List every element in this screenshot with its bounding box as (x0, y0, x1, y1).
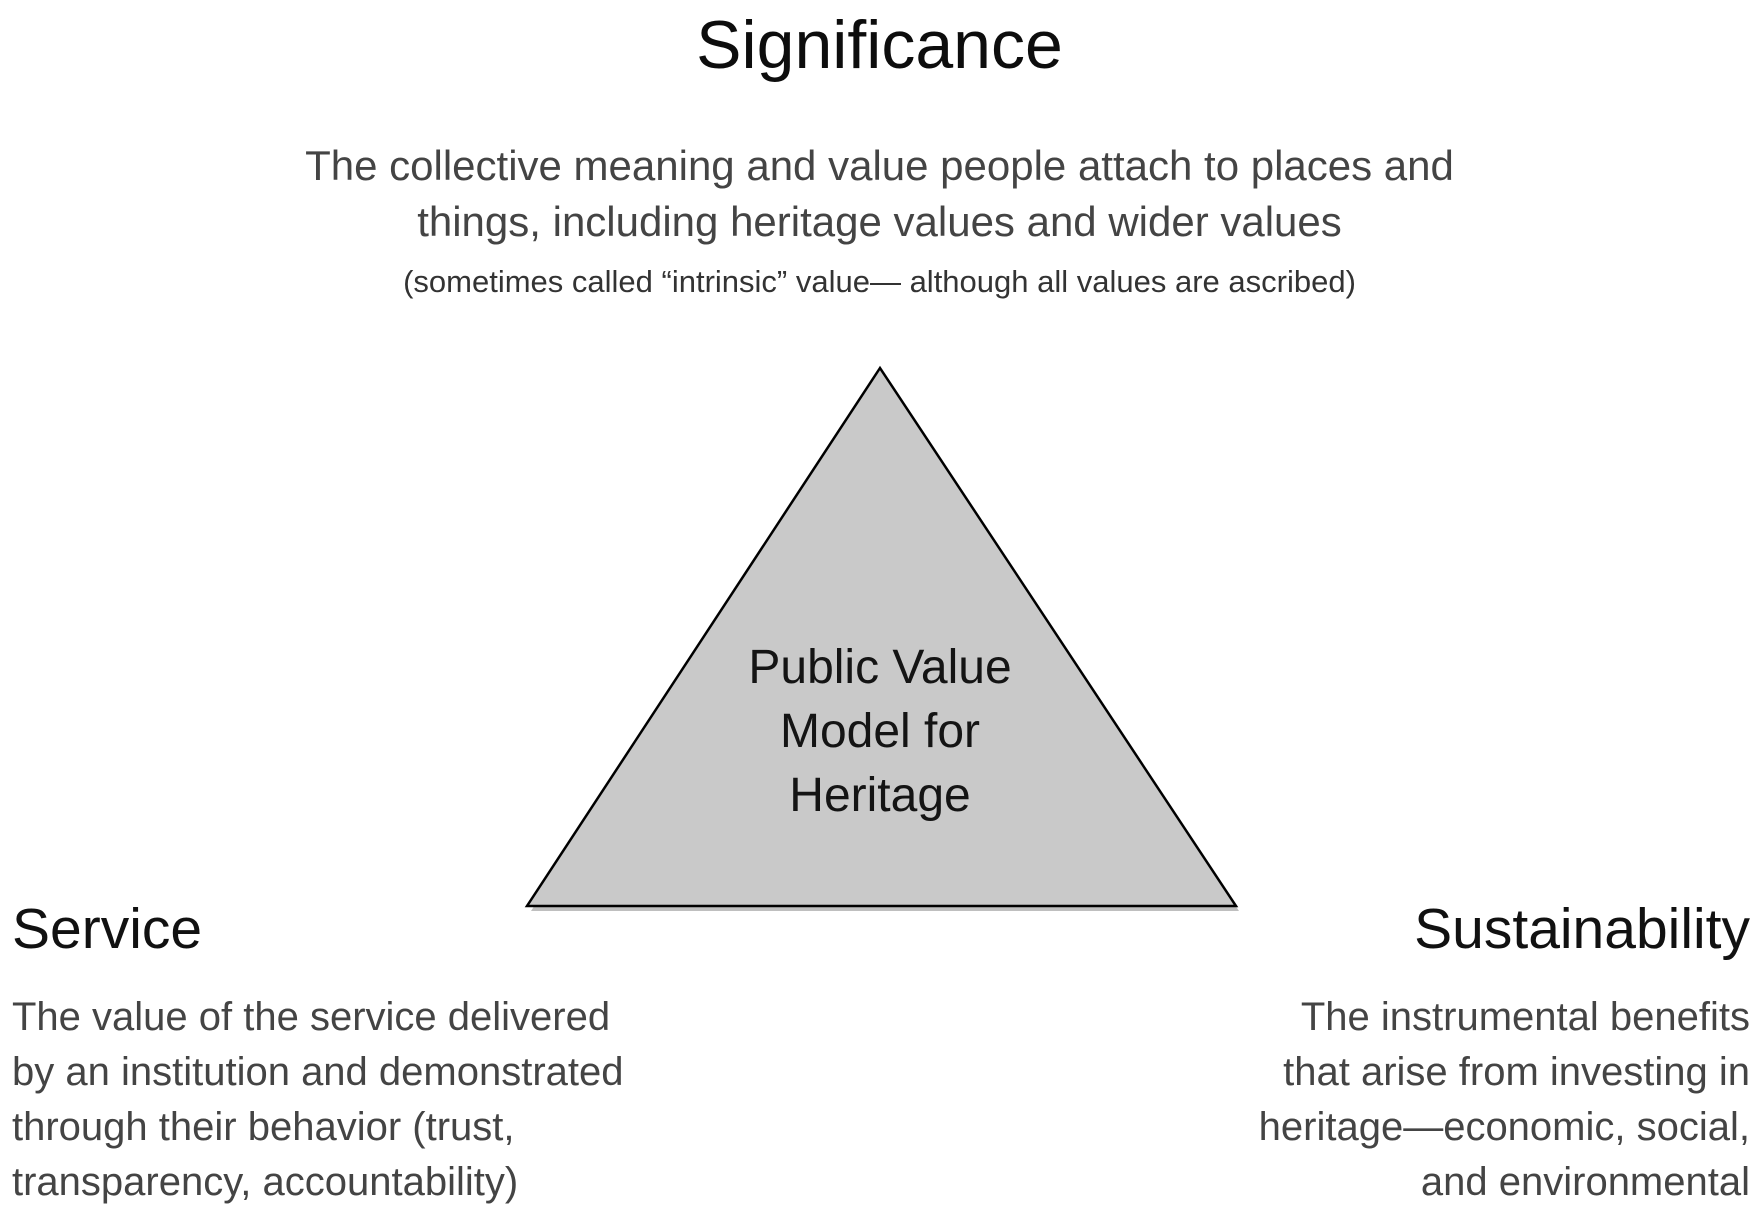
service-description-line: transparency, accountability) (12, 1160, 519, 1204)
significance-note: (sometimes called “intrinsic” value— alt… (403, 264, 1356, 299)
sustainability-description: The instrumental benefits that arise fro… (990, 990, 1750, 1210)
significance-description-line: things, including heritage values and wi… (417, 198, 1342, 245)
service-description: The value of the service delivered by an… (12, 990, 772, 1210)
sustainability-description-line: heritage—economic, social, (1258, 1105, 1750, 1149)
significance-description-line: The collective meaning and value people … (305, 142, 1454, 189)
service-title: Service (12, 897, 203, 961)
service-description-line: The value of the service delivered (12, 995, 611, 1039)
model-label: Public Value Model for Heritage (680, 636, 1080, 828)
model-label-line: Public Value (748, 641, 1012, 694)
sustainability-description-line: that arise from investing in (1283, 1050, 1750, 1094)
significance-title: Significance (696, 7, 1063, 83)
sustainability-description-line: The instrumental benefits (1300, 995, 1750, 1039)
significance-description: The collective meaning and value people … (0, 138, 1759, 250)
service-description-line: by an institution and demonstrated (12, 1050, 624, 1094)
sustainability-title: Sustainability (1414, 897, 1750, 961)
model-label-line: Heritage (789, 769, 971, 822)
model-label-line: Model for (779, 705, 981, 758)
triangle-shape (524, 365, 1239, 908)
service-description-line: through their behavior (trust, (12, 1105, 515, 1149)
sustainability-description-line: and environmental (1420, 1160, 1750, 1204)
